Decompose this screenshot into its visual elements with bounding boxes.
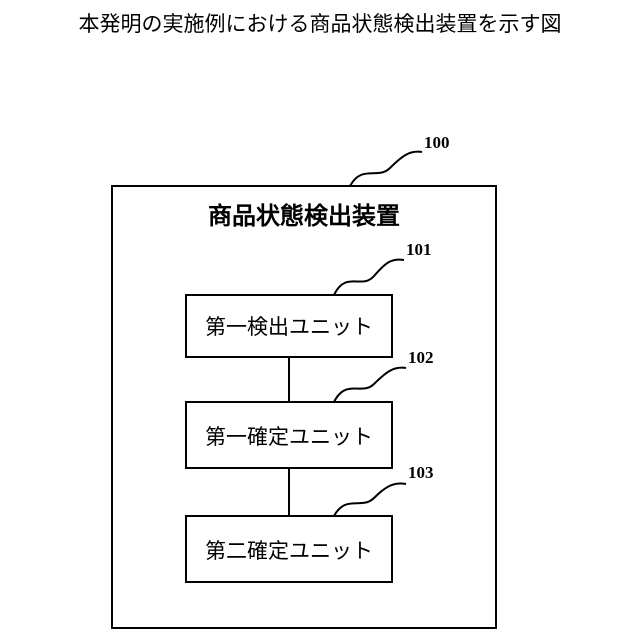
unit-ref-101: 101 <box>406 240 432 260</box>
unit-ref-leader-101 <box>334 260 404 295</box>
unit-ref-102: 102 <box>408 348 434 368</box>
unit-ref-103: 103 <box>408 463 434 483</box>
unit-label-101: 第一検出ユニット <box>186 311 392 341</box>
unit-ref-leader-103 <box>334 484 406 516</box>
device-ref-leader <box>350 152 422 186</box>
unit-ref-leader-102 <box>334 368 406 402</box>
device-title: 商品状態検出装置 <box>112 196 496 231</box>
unit-label-102: 第一確定ユニット <box>186 421 392 451</box>
device-ref-number: 100 <box>424 133 450 153</box>
unit-label-103: 第二確定ユニット <box>186 535 392 565</box>
